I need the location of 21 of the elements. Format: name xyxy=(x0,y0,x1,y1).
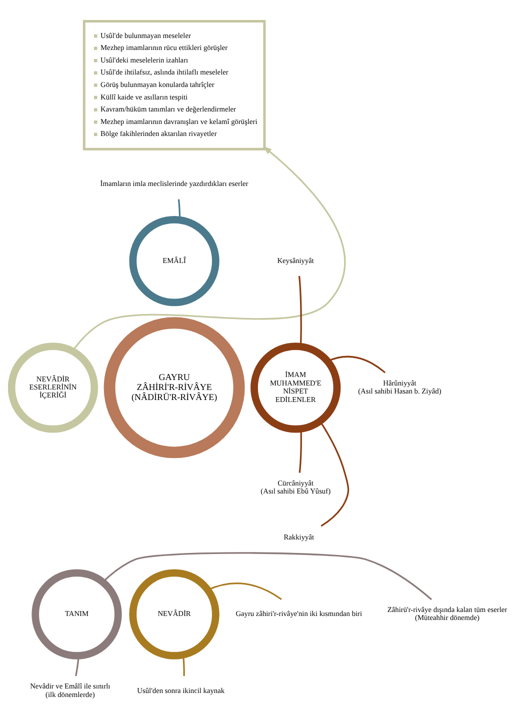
node-text: Usûl'den sonra ikincil kaynak xyxy=(137,685,225,694)
arrow xyxy=(72,145,346,352)
node-text: Cürcâniyyât (Asıl sahibi Ebû Yûsuf) xyxy=(260,478,331,496)
connector xyxy=(298,275,302,346)
node-circle: NEVÂDİR xyxy=(129,568,220,659)
node-text: Hârûniyyât (Asıl sahibi Hasan b. Ziyâd) xyxy=(358,378,442,396)
node-text: Rakkiyyât xyxy=(284,532,314,541)
node-text: İmamların imla meclislerinde yazdırdıkları eserler xyxy=(100,178,248,188)
node-box: Usûl'de bulunmayan meseleler Mezhep imamlarının rücu ettikleri görüşler Usûl'deki meselelerin izahları Usûl'de ihtilafsız, aslında ihtilaflı meseleler Görüş bulunmayan konularda tahrîçler Küllî kaide ve asılların tespiti Kavram/hüküm tanımları ve değerlendirmeler Mezhep imamlarının davranışları ve kelamî görüşleri Bölge fakihlerinden aktarılan rivayetler xyxy=(82,20,266,150)
node-circle: TANIM xyxy=(32,568,122,659)
node-circle: EMÂLÎ xyxy=(129,215,220,306)
connector xyxy=(208,582,282,600)
node-circle: İMAM MUHAMMED'E NİSPET EDİLENLER xyxy=(250,342,341,432)
connector xyxy=(178,198,181,220)
node-circle: GAYRU ZÂHİRİ'R-RİVÂYE (NÂDİRÜ'R-RİVÂYE) xyxy=(104,316,245,458)
node-text: Keysâniyyât xyxy=(277,255,314,264)
node-text: Nevâdir ve Emâlî ile sınırlı (ilk dönemlerde) xyxy=(30,681,110,698)
node-circle: NEVÂDİR ESERLERİNİN İÇERİĞİ xyxy=(8,342,98,432)
node-text: Zâhirü'r-rivâye dışında kalan tüm eserler (Müteahhir dönemde) xyxy=(387,604,508,622)
connector xyxy=(102,552,432,600)
node-text: Gayru zâhiri'r-rivâye'nin iki kısmından biri xyxy=(236,608,362,618)
